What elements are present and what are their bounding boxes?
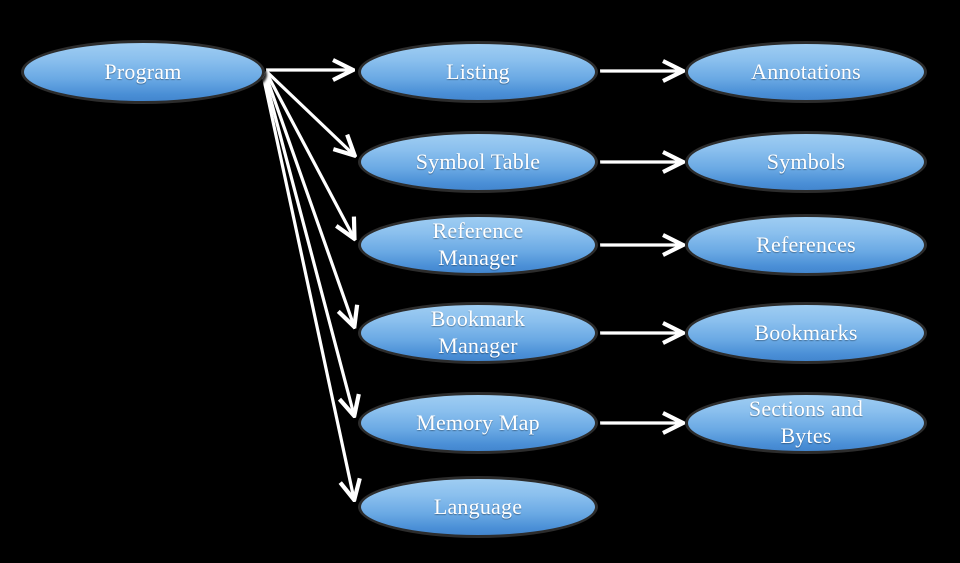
node-label-symbols: Symbols	[766, 148, 846, 174]
edge-program-to-symbol-table	[264, 69, 354, 155]
node-label-language: Language	[433, 493, 523, 519]
node-references[interactable]: References	[685, 214, 927, 276]
edge-program-to-language	[261, 74, 354, 499]
node-label-program: Program	[104, 58, 182, 84]
node-listing[interactable]: Listing	[358, 41, 598, 103]
edge-program-to-bookmark-manager	[263, 72, 354, 326]
edge-program-to-memory-map	[262, 73, 354, 415]
node-symbols[interactable]: Symbols	[685, 131, 927, 193]
node-label-memory-map: Memory Map	[416, 409, 540, 435]
node-annotations[interactable]: Annotations	[685, 41, 927, 103]
node-label-symbol-table: Symbol Table	[415, 148, 541, 174]
node-language[interactable]: Language	[358, 476, 598, 538]
node-program[interactable]: Program	[21, 40, 265, 104]
node-label-bookmarks: Bookmarks	[754, 319, 858, 345]
edge-program-to-reference-manager	[264, 71, 354, 238]
node-label-references: References	[756, 231, 856, 257]
node-memory-map[interactable]: Memory Map	[358, 392, 598, 454]
node-symbol-table[interactable]: Symbol Table	[358, 131, 598, 193]
node-label-listing: Listing	[446, 58, 510, 84]
node-bookmarks[interactable]: Bookmarks	[685, 302, 927, 364]
node-label-annotations: Annotations	[751, 58, 861, 84]
